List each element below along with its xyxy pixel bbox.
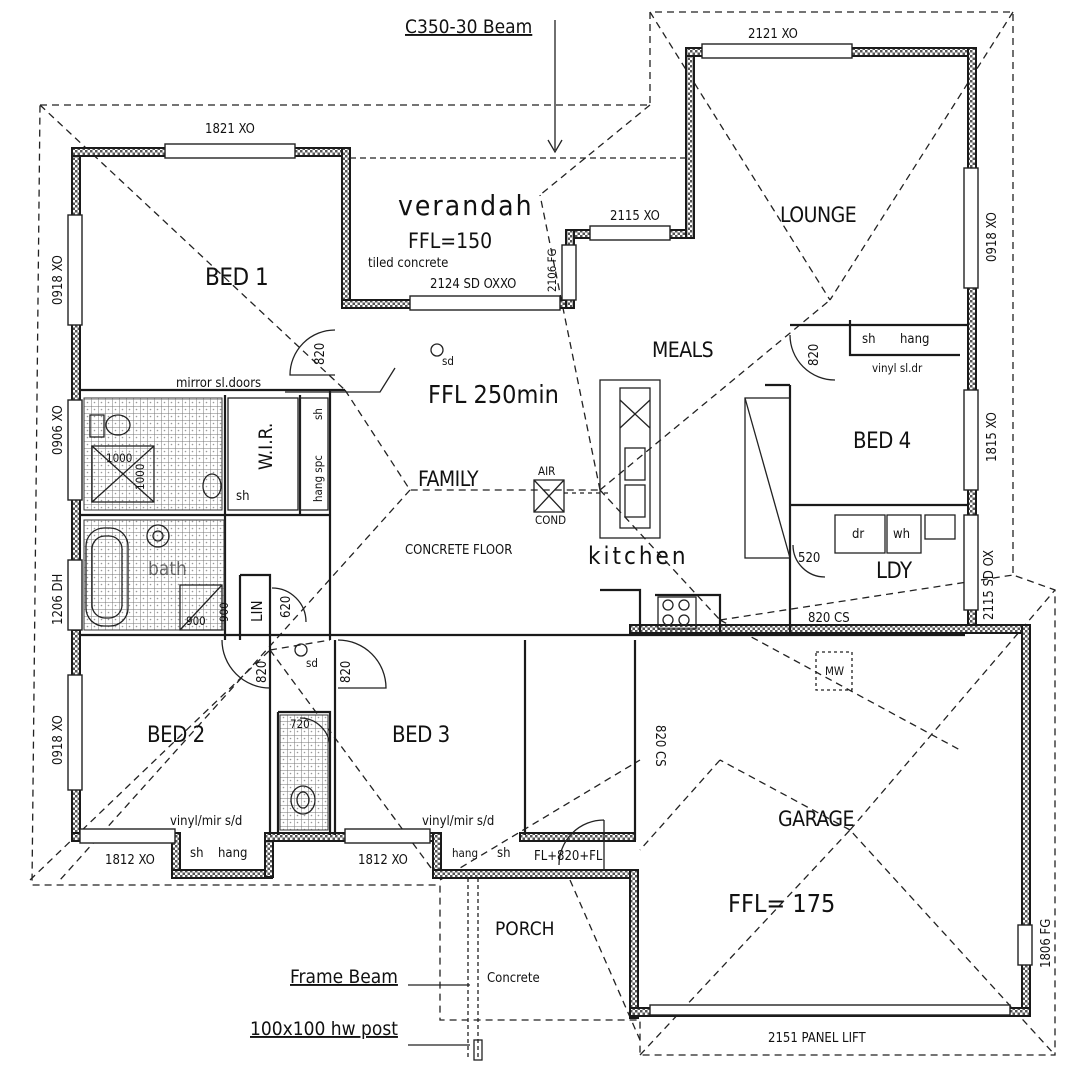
door-820-bed2: 820 [255, 661, 270, 683]
sh-label-bed2: sh [190, 846, 204, 861]
door-820cs-ldy: 820 CS [808, 611, 850, 626]
fixtures [85, 20, 956, 1061]
hang-label-bed2: hang [218, 846, 247, 861]
air-label: AIR [538, 464, 555, 478]
cond-label: COND [535, 513, 566, 527]
windows [67, 43, 1033, 1016]
roof-outline [29, 11, 1056, 1056]
room-bed2: BED 2 [147, 723, 205, 748]
door-720-wc: 720 [290, 717, 310, 731]
window-2121: 2121 XO [748, 27, 798, 42]
window-0918-bed2: 0918 XO [51, 715, 66, 765]
window-0906: 0906 XO [51, 405, 66, 455]
room-meals: MEALS [652, 338, 713, 362]
sh-label-bed3: sh [497, 846, 511, 861]
door-620-lin: 620 [279, 596, 294, 618]
room-lin: LIN [248, 600, 266, 622]
vinyl-mir-bed3: vinyl/mir s/d [422, 814, 494, 829]
room-garage: GARAGE [778, 807, 854, 831]
garage-door-label: 2151 PANEL LIFT [768, 1031, 867, 1046]
doors [221, 329, 836, 870]
room-bed1: BED 1 [205, 263, 268, 291]
hang-spc-label: hang spc [311, 455, 325, 502]
room-porch: PORCH [495, 918, 555, 940]
door-820-bed3: 820 [339, 661, 354, 683]
garage-ffl: FFL= 175 [728, 889, 835, 918]
bath-dim-900a: 900 [186, 614, 206, 628]
room-bath: bath [148, 558, 187, 580]
room-wir: W.I.R. [255, 423, 277, 470]
room-lounge: LOUNGE [780, 203, 856, 227]
verandah-floor: tiled concrete [368, 256, 448, 271]
mw-label: MW [825, 664, 844, 678]
window-1821: 1821 XO [205, 122, 255, 137]
vinyl-sl-dr: vinyl sl.dr [872, 361, 923, 375]
sd-label-1: sd [442, 354, 454, 368]
internal-walls [80, 320, 968, 840]
room-bed3: BED 3 [392, 723, 450, 748]
sh-label-1: sh [236, 489, 250, 504]
sh-label-wir-top: sh [311, 408, 325, 420]
room-family: FAMILY [418, 467, 479, 491]
beam-label: C350-30 Beam [405, 16, 532, 38]
door-820-bed1: 820 [313, 343, 328, 365]
window-1206-dh: 1206 DH [51, 574, 66, 625]
window-1812-bed2: 1812 XO [105, 853, 155, 868]
mirror-sl-doors: mirror sl.doors [176, 376, 261, 391]
porch-floor: Concrete [487, 971, 540, 986]
window-2106-fg: 2106 FG [545, 248, 559, 292]
window-1806-fg: 1806 FG [1039, 919, 1054, 968]
frame-beam-label: Frame Beam [290, 966, 398, 988]
door-520-ldy: 520 [798, 551, 820, 566]
window-0918-lounge: 0918 XO [985, 212, 1000, 262]
window-1815: 1815 XO [985, 412, 1000, 462]
hang-label-bed3: hang [452, 846, 478, 860]
room-kitchen: kitchen [588, 542, 689, 570]
window-1812-bed3: 1812 XO [358, 853, 408, 868]
washer-label: wh [893, 527, 910, 542]
hang-label-bed4: hang [900, 332, 929, 347]
labels: C350-30 Beam Frame Beam 100x100 hw post … [51, 16, 1054, 1046]
room-bed4: BED 4 [853, 429, 911, 454]
concrete-floor: CONCRETE FLOOR [405, 543, 512, 558]
front-door: FL+820+FL [534, 849, 603, 864]
room-ldy: LDY [876, 559, 913, 584]
room-verandah: verandah [398, 189, 534, 222]
main-ffl: FFL 250min [428, 380, 559, 409]
window-2124-sd: 2124 SD OXXO [430, 277, 516, 292]
window-2115-sd: 2115 SD OX [982, 550, 997, 620]
shower-size-1: 1000 [106, 451, 132, 465]
sd-label-2: sd [306, 656, 318, 670]
shower-size-2: 1000 [133, 464, 147, 490]
post-label: 100x100 hw post [250, 1018, 398, 1040]
dryer-label: dr [852, 527, 864, 542]
window-2115-verandah: 2115 XO [610, 209, 660, 224]
door-820-bed4: 820 [807, 344, 822, 366]
window-0918-bed1: 0918 XO [51, 255, 66, 305]
sh-label-bed4: sh [862, 332, 876, 347]
door-820cs-garage: 820 CS [652, 725, 667, 767]
vinyl-mir-bed2: vinyl/mir s/d [170, 814, 242, 829]
verandah-ffl: FFL=150 [408, 229, 492, 253]
bath-dim-900b: 900 [217, 602, 231, 622]
